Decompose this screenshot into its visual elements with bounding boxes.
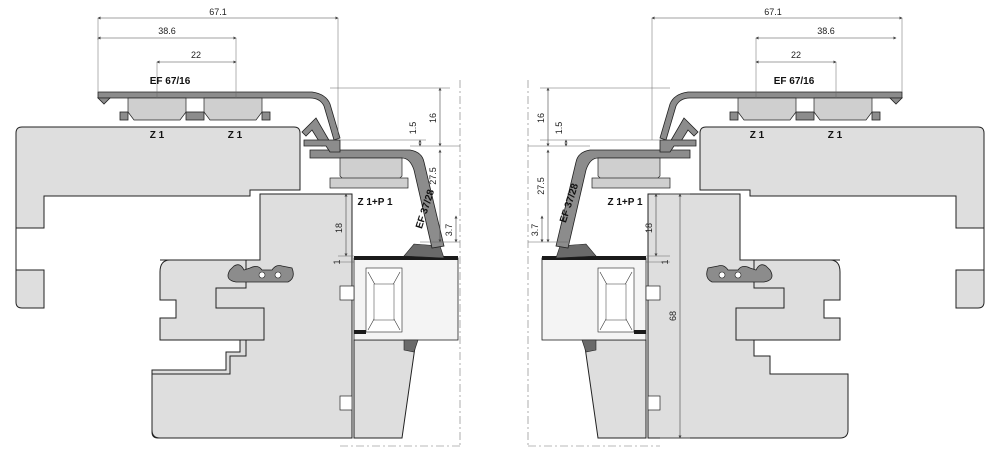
right-gasket-bottom (581, 339, 597, 353)
left-dim-22: 22 (191, 50, 201, 60)
left-dim-38-6: 38.6 (158, 26, 176, 36)
right-dim-67-1: 67.1 (764, 7, 782, 17)
left-dim-27-5: 27.5 (428, 167, 438, 185)
left-dim-3-7: 3.7 (444, 224, 454, 237)
left-label-z1-a: Z 1 (150, 130, 165, 141)
right-dim-16: 16 (536, 113, 546, 123)
right-dim-18: 18 (644, 223, 654, 233)
left-dim-16: 16 (428, 113, 438, 123)
left-glass-lower-seal (354, 330, 366, 334)
right-dim-22: 22 (791, 50, 801, 60)
left-label-ef-67-16: EF 67/16 (150, 76, 191, 87)
left-dim-1: 1 (332, 259, 342, 264)
right-spacer-inner (605, 283, 627, 321)
right-profile-angled (555, 149, 691, 249)
right-glass-slot (645, 285, 661, 301)
right-label-z1-p1: Z 1+P 1 (607, 197, 643, 208)
right-frame-wood (699, 126, 985, 309)
left-label-z1-b: Z 1 (228, 130, 243, 141)
left-bead-slot (339, 395, 353, 411)
left-glass-black-seal (354, 256, 458, 260)
right-glass-lower-seal (634, 330, 646, 334)
left-profile-top-drip (97, 97, 111, 105)
left-dim-67-1: 67.1 (209, 7, 227, 17)
left-label-z1-p1: Z 1+P 1 (357, 197, 393, 208)
right-dim-3-7: 3.7 (530, 224, 540, 237)
left-detail: 67.1 38.6 22 16 1.5 27.5 3.7 18 1 EF 67/… (15, 7, 461, 447)
left-gasket-bottom (403, 339, 419, 353)
right-glazing-bead (583, 339, 647, 439)
right-glass-black-seal (542, 256, 646, 260)
right-dim-38-6: 38.6 (817, 26, 835, 36)
left-glass-slot (339, 285, 355, 301)
left-profile-angled (309, 149, 445, 249)
right-label-z1-b: Z 1 (828, 130, 843, 141)
right-dim-1: 1 (660, 259, 670, 264)
right-clip-2 (737, 97, 797, 121)
left-frame-wood (15, 126, 301, 309)
right-label-ef-67-16: EF 67/16 (774, 76, 815, 87)
left-dim-18: 18 (334, 223, 344, 233)
right-detail: 67.1 38.6 22 16 1.5 27.5 3.7 18 1 68 EF … (527, 7, 985, 447)
right-clip-1 (813, 97, 873, 121)
right-profile-top-drip (889, 97, 903, 105)
left-spacer-inner (373, 283, 395, 321)
left-clip-2 (203, 97, 263, 121)
right-bead-slot (647, 395, 661, 411)
right-dim-1-5: 1.5 (554, 122, 564, 135)
left-dim-1-5: 1.5 (408, 122, 418, 135)
left-clip-1 (127, 97, 187, 121)
right-dim-68: 68 (668, 311, 678, 321)
left-glazing-bead (353, 339, 417, 439)
right-label-z1-a: Z 1 (750, 130, 765, 141)
right-dim-27-5: 27.5 (536, 177, 546, 195)
